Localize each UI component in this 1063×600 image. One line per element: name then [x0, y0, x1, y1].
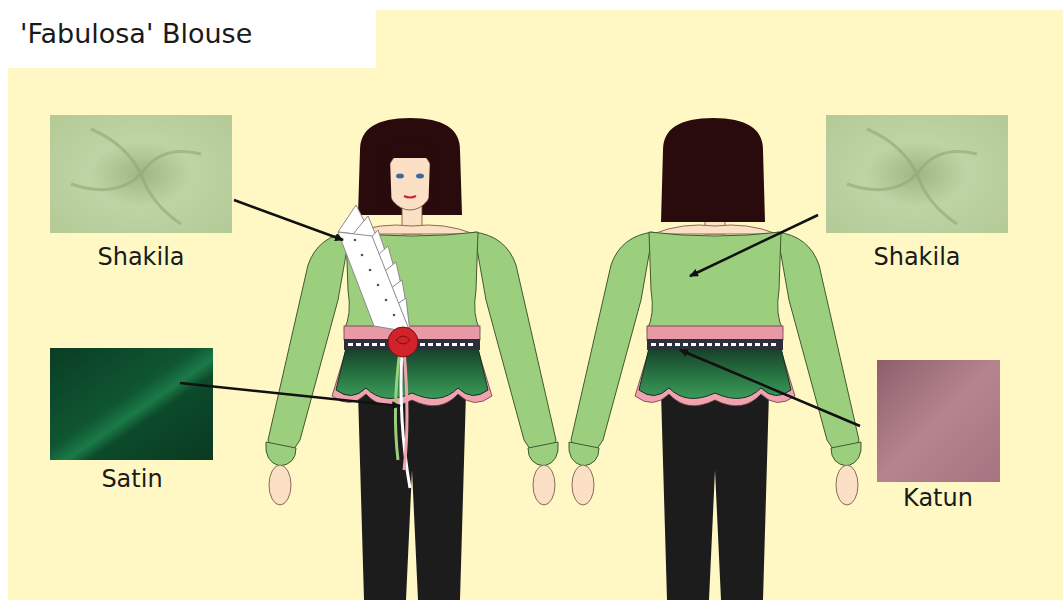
fabric-label: Satin: [101, 465, 162, 494]
fabric-label: Katun: [903, 484, 973, 513]
board-title: 'Fabulosa' Blouse: [20, 18, 252, 50]
fabric-label: Shakila: [97, 243, 184, 272]
fabric-label: Shakila: [873, 243, 960, 272]
